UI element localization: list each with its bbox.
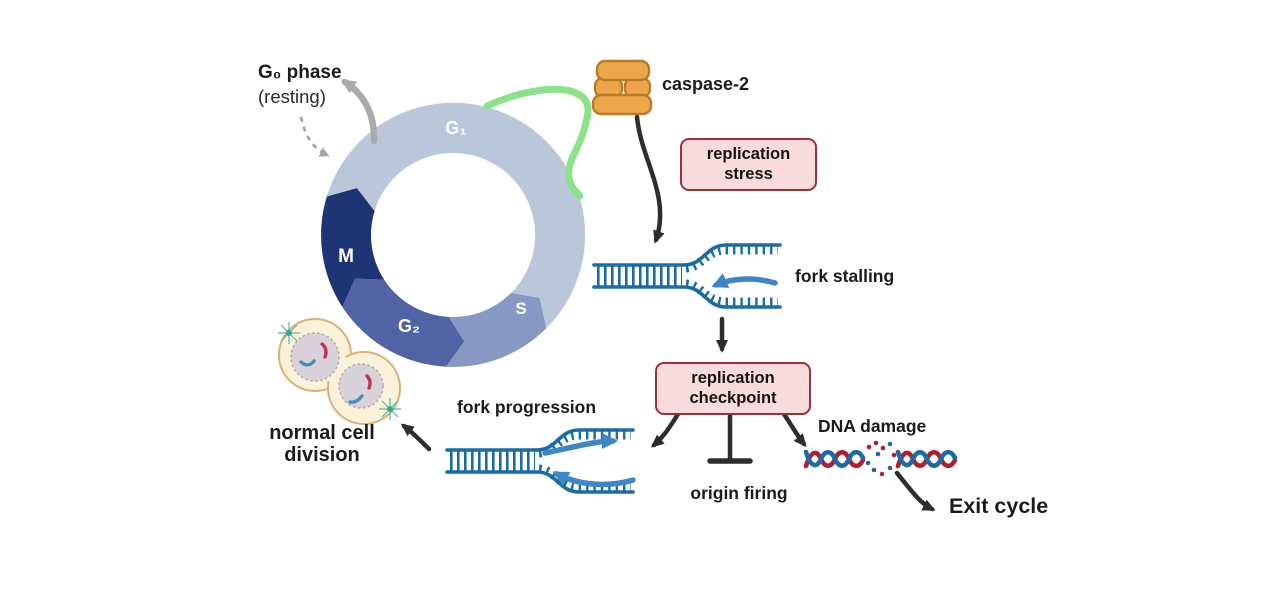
exit-cycle-label: Exit cycle: [949, 494, 1049, 518]
fork-progression-label: fork progression: [457, 397, 597, 417]
stalled-fork-icon: [594, 245, 780, 307]
arrow-caspase-to-fork: [634, 114, 665, 244]
arrow-checkpoint-to-dna-damage: [781, 411, 807, 448]
dna-damage-helix-icon: [803, 440, 958, 477]
replication-checkpoint-line2: checkpoint: [689, 388, 777, 407]
leading-strand-arrow: [542, 433, 618, 456]
inhibition-tbar-icon: [707, 411, 753, 464]
caspase-signal-squiggle: [483, 85, 592, 200]
g0-exit-arrow: [340, 78, 378, 145]
phase-segment-g2: [342, 278, 465, 367]
chromosome-red: [320, 342, 328, 359]
cell-cycle-ring: G₁ S G₂ M: [321, 102, 586, 367]
arrow-progression-to-division: [400, 423, 432, 452]
g0-phase-title: G₀ phase: [258, 62, 342, 83]
arrow-checkpoint-to-fork-progression: [650, 411, 681, 448]
lagging-strand-arrow: [552, 471, 636, 488]
replication-stress-line2: stress: [724, 164, 773, 183]
arrow-damage-to-exit: [894, 470, 936, 512]
dna-break-fragments: [865, 440, 897, 477]
progressing-fork-icon: [447, 430, 633, 492]
spindle-aster: [379, 398, 401, 420]
spindle-aster: [278, 322, 300, 344]
fork-stalling-label: fork stalling: [795, 266, 895, 286]
origin-firing-label: origin firing: [690, 483, 788, 503]
phase-segment-g1: [326, 102, 586, 329]
daughter-nucleus: [338, 363, 384, 409]
fork-regression-arrow: [711, 273, 778, 288]
replication-stress-box: replication stress: [680, 138, 817, 191]
caspase-label: caspase-2: [662, 74, 750, 94]
helix-strand-blue: [803, 449, 866, 468]
dividing-cell-icon: [278, 318, 401, 425]
chromosome-blue: [348, 394, 364, 404]
caspase-subunit: [595, 59, 651, 82]
chromosome-blue: [299, 359, 316, 367]
phase-label-g2: G₂: [398, 316, 420, 336]
g0-reentry-dashed-arrow: [299, 116, 330, 157]
normal-cell-division-line2: division: [284, 444, 360, 466]
phase-segment-m: [321, 188, 385, 307]
phase-label-g1: G₁: [445, 118, 466, 138]
g0-phase-subtitle: (resting): [258, 85, 326, 107]
replication-checkpoint-line1: replication: [691, 369, 775, 388]
normal-cell-division-line1: normal cell: [269, 422, 375, 444]
g0-phase-label: G₀ phase (resting): [258, 61, 342, 108]
chromosome-red: [365, 374, 372, 390]
daughter-nucleus: [290, 332, 340, 382]
normal-cell-division-label: normal cell division: [242, 422, 402, 466]
helix-strand-blue: [895, 449, 958, 468]
replication-stress-line1: replication: [706, 145, 791, 164]
phase-label-m: M: [338, 246, 354, 267]
replication-checkpoint-box: replication checkpoint: [655, 362, 811, 415]
phase-label-s: S: [515, 299, 526, 318]
caspase-2-protein-icon: [591, 59, 653, 116]
dna-damage-label: DNA damage: [818, 416, 927, 436]
phase-segment-s: [446, 293, 547, 367]
caspase-subunit: [591, 93, 653, 116]
